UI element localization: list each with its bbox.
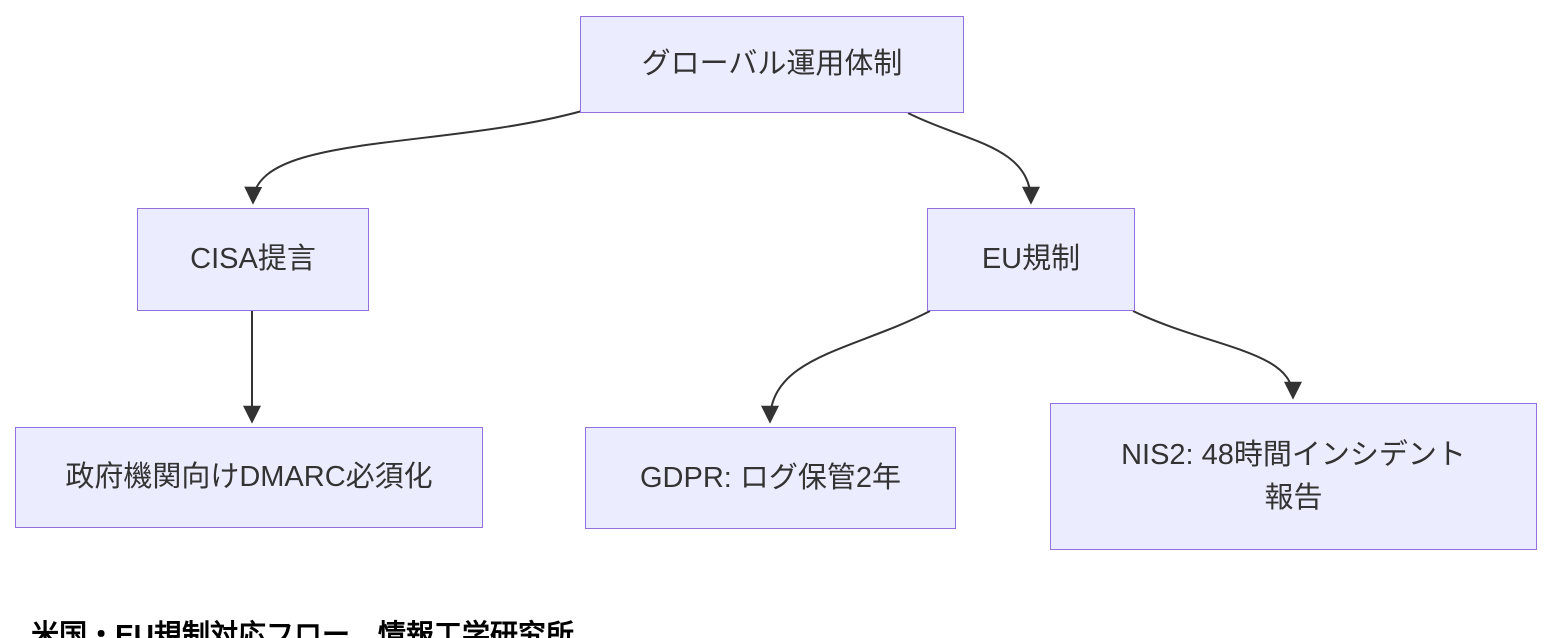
node-eu-regulation: EU規制: [927, 208, 1135, 311]
node-gdpr-log-retention: GDPR: ログ保管2年: [585, 427, 956, 529]
node-global-operations: グローバル運用体制: [580, 16, 964, 113]
edge-eu-to-gdpr: [761, 310, 931, 424]
edge-eu-to-nis2: [1132, 310, 1302, 400]
edge-root-to-cisa: [244, 110, 583, 205]
edge-root-to-eu: [907, 112, 1040, 205]
node-nis2-incident-report: NIS2: 48時間インシデント 報告: [1050, 403, 1537, 550]
diagram-caption: 米国・EU規制対応フロー 情報工学研究所: [0, 581, 574, 638]
node-cisa-recommendation: CISA提言: [137, 208, 369, 311]
diagram-caption-text: 米国・EU規制対応フロー 情報工学研究所: [31, 613, 574, 638]
node-dmarc-mandate: 政府機関向けDMARC必須化: [15, 427, 483, 528]
